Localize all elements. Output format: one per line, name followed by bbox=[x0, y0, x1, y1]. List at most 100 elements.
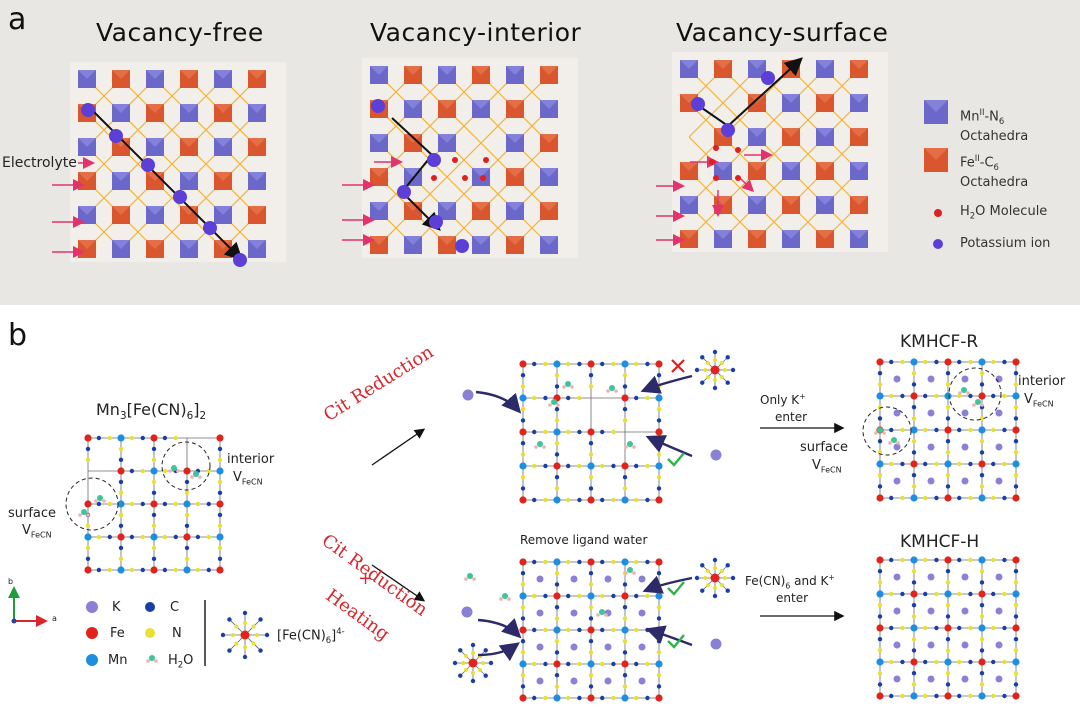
bridge-atom bbox=[945, 371, 951, 376]
complex-c bbox=[220, 632, 226, 638]
bridge-atom bbox=[968, 359, 973, 365]
octahedron-facet bbox=[540, 66, 558, 75]
bridge-atom bbox=[923, 659, 928, 665]
bridge-atom bbox=[889, 659, 894, 665]
water-hydrogen bbox=[507, 597, 511, 601]
bridge-atom bbox=[622, 650, 628, 655]
bridge-atom bbox=[162, 468, 168, 474]
k-ion bbox=[961, 573, 969, 581]
fe-atom bbox=[1012, 358, 1020, 366]
bridge-atom bbox=[911, 405, 917, 410]
bridge-atom bbox=[532, 361, 537, 367]
bridge-atom bbox=[991, 393, 996, 399]
mn-atom bbox=[216, 467, 224, 475]
legend-fe-element: Fe bbox=[960, 155, 975, 171]
bridge-atom bbox=[85, 457, 91, 462]
bridge-atom bbox=[900, 591, 905, 597]
bridge-atom bbox=[1002, 427, 1007, 433]
bridge-atom bbox=[877, 671, 883, 676]
bridge-atom bbox=[968, 461, 973, 467]
bridge-atom bbox=[645, 695, 650, 701]
k-ion bbox=[893, 675, 901, 683]
bridge-atom bbox=[520, 486, 526, 491]
interior-label-left: interior bbox=[227, 452, 275, 467]
bridge-atom bbox=[877, 484, 883, 489]
mn-atom bbox=[978, 358, 986, 366]
mn-atom bbox=[587, 462, 595, 470]
bridge-atom bbox=[520, 605, 526, 610]
only-k-enter-label: Only K+ bbox=[760, 392, 806, 407]
complex-c bbox=[700, 380, 705, 385]
fe-atom bbox=[944, 494, 952, 502]
bridge-atom bbox=[877, 382, 883, 387]
fe-atom bbox=[655, 428, 663, 436]
fe-atom bbox=[587, 496, 595, 504]
fe-atom bbox=[1012, 624, 1020, 632]
water-oxygen bbox=[149, 655, 155, 661]
water-hydrogen bbox=[604, 613, 608, 617]
water-molecule bbox=[709, 159, 715, 165]
bridge-atom bbox=[195, 534, 201, 540]
bridge-atom bbox=[656, 605, 662, 610]
bridge-atom bbox=[118, 512, 124, 518]
electrolyte-label: Electrolyte bbox=[2, 155, 77, 171]
complex-c bbox=[458, 673, 463, 678]
complex-fe bbox=[710, 365, 720, 375]
fe-atom bbox=[910, 590, 918, 598]
bridge-atom bbox=[588, 373, 594, 378]
bridge-atom bbox=[968, 693, 973, 699]
k-ion bbox=[927, 641, 935, 649]
octahedron-facet bbox=[438, 66, 456, 75]
bridge-atom bbox=[577, 559, 582, 565]
bridge-atom bbox=[217, 556, 223, 561]
bridge-atom bbox=[577, 497, 582, 503]
bridge-atom bbox=[543, 463, 548, 469]
octahedron-facet bbox=[438, 100, 456, 109]
water-oxygen bbox=[891, 437, 897, 443]
octahedron-facet bbox=[214, 104, 232, 113]
mn-atom bbox=[978, 692, 986, 700]
octahedron-facet bbox=[78, 172, 96, 181]
bridge-atom bbox=[645, 463, 650, 469]
bridge-atom bbox=[151, 523, 157, 528]
bridge-atom bbox=[634, 627, 639, 633]
water-molecule bbox=[713, 175, 719, 181]
bridge-atom bbox=[588, 571, 594, 576]
octahedron-facet bbox=[850, 60, 868, 69]
fe-atom bbox=[519, 496, 527, 504]
complex-c bbox=[458, 648, 463, 653]
bridge-atom bbox=[543, 695, 548, 701]
complex-c bbox=[488, 660, 494, 666]
free-k-ion bbox=[710, 449, 722, 461]
mn-atom bbox=[117, 434, 125, 442]
bridge-atom bbox=[554, 418, 560, 423]
bridge-atom bbox=[979, 473, 985, 478]
process-arrow bbox=[371, 564, 426, 602]
bridge-atom bbox=[577, 395, 582, 401]
bridge-atom bbox=[1013, 614, 1019, 619]
bridge-atom bbox=[622, 582, 628, 587]
bridge-atom bbox=[911, 671, 917, 676]
k-ion bbox=[893, 641, 901, 649]
water-hydrogen bbox=[176, 469, 180, 473]
bridge-atom bbox=[118, 556, 124, 561]
octahedron-facet bbox=[850, 230, 868, 239]
k-ion bbox=[536, 677, 544, 685]
bridge-atom bbox=[532, 395, 537, 401]
bridge-atom bbox=[634, 661, 639, 667]
k-ion bbox=[961, 409, 969, 417]
bridge-atom bbox=[979, 671, 985, 676]
bridge-atom bbox=[206, 468, 211, 474]
potassium-ion bbox=[203, 221, 217, 235]
mn-atom bbox=[216, 533, 224, 541]
bridge-atom bbox=[554, 616, 560, 621]
bridge-atom bbox=[622, 418, 628, 423]
mn-atom bbox=[655, 462, 663, 470]
potassium-ion bbox=[721, 123, 735, 137]
mn-atom bbox=[910, 556, 918, 564]
bridge-atom bbox=[1013, 603, 1019, 608]
bridge-atom bbox=[520, 571, 526, 576]
legend-mn-facet bbox=[924, 100, 948, 112]
bridge-atom bbox=[877, 473, 883, 478]
legend-mn-element: Mn bbox=[960, 109, 980, 125]
